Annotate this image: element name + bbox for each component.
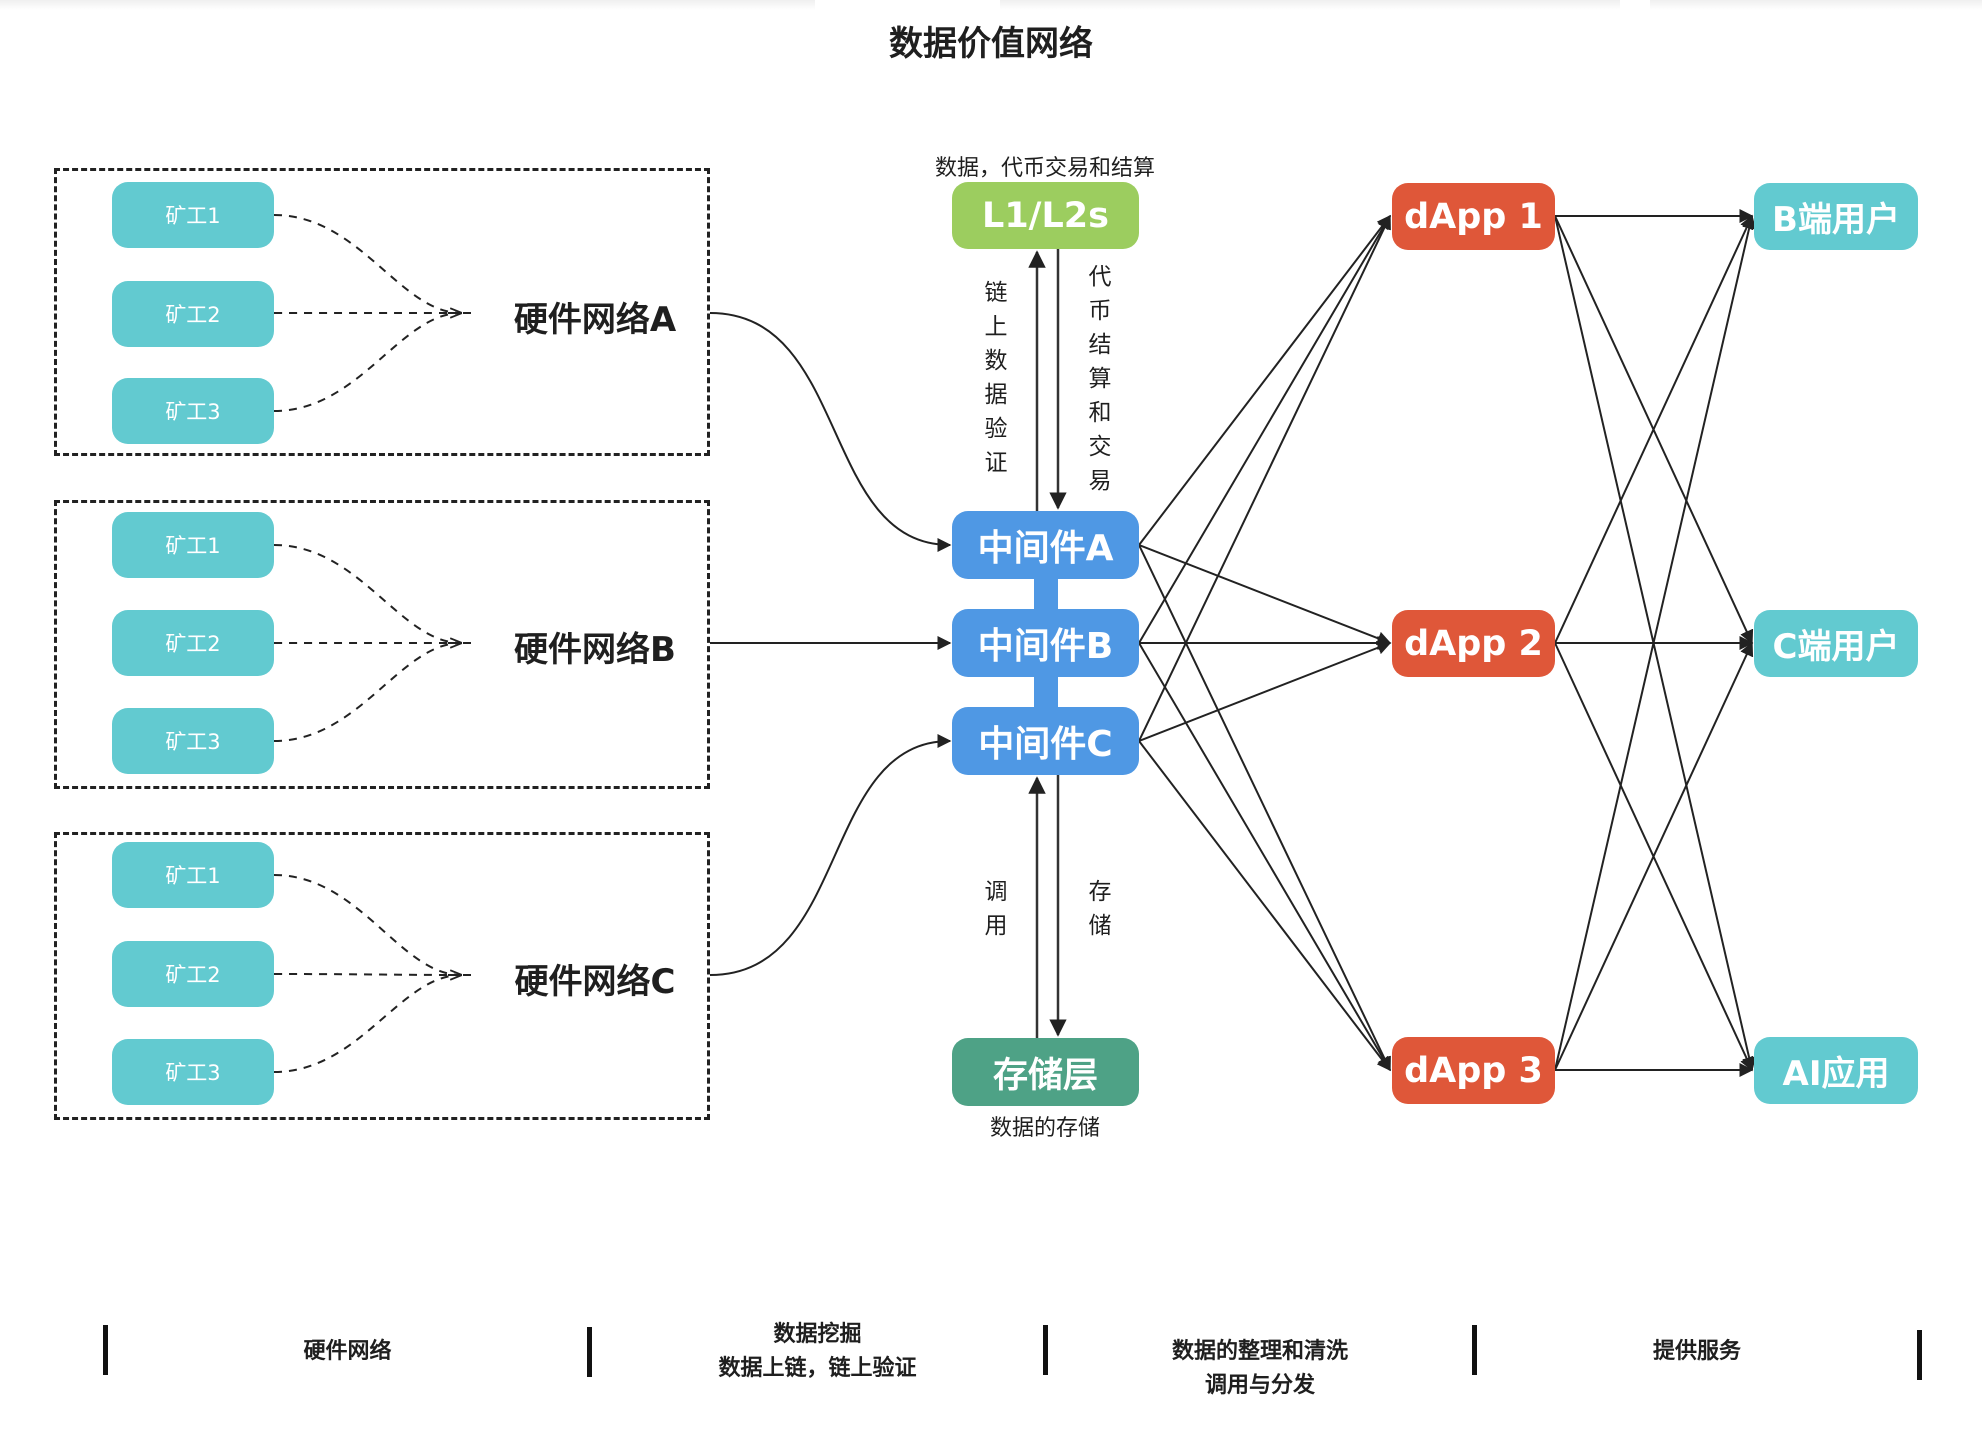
miner-link [273, 312, 462, 412]
hub-a-to-middleware-a [709, 312, 952, 552]
chain-node[interactable]: L1/L2s [952, 182, 1139, 249]
miner-c1[interactable]: 矿工1 [112, 842, 274, 908]
hardware-network-a-label: 硬件网络A [513, 300, 677, 340]
middleware-1-to-dapp-2 [1138, 642, 1391, 1072]
dapp-2-to-consumer-1 [1554, 641, 1754, 1071]
dapp-2-to-consumer-0 [1554, 214, 1756, 1071]
chain-caption: 数据，代币交易和结算 [934, 156, 1155, 181]
vertical-label-char: 链 [984, 280, 1008, 306]
consumer-b-end-users[interactable]: B端用户 [1754, 183, 1918, 250]
footer-divider-1 [103, 1325, 108, 1375]
middleware-a[interactable]: 中间件A [952, 511, 1139, 579]
middleware-2-to-dapp-2 [1138, 740, 1391, 1072]
vertical-label-char: 存 [1088, 879, 1112, 905]
storage-caption: 数据的存储 [989, 1116, 1100, 1141]
vertical-label-char: 币 [1088, 298, 1112, 324]
miner-b1[interactable]: 矿工1 [112, 512, 274, 578]
footer-divider-5 [1917, 1330, 1922, 1380]
chain-down-label: 代币结算和交易 [1085, 260, 1115, 498]
miner-c2[interactable]: 矿工2 [112, 941, 274, 1007]
miner-a1[interactable]: 矿工1 [112, 182, 274, 248]
miner-link [273, 974, 461, 975]
hardware-network-c-label: 硬件网络C [514, 962, 676, 1002]
footer-line: 数据的整理和清洗 [1171, 1339, 1348, 1364]
vertical-label-char: 用 [984, 913, 1008, 939]
footer-line: 数据上链，链上验证 [718, 1356, 917, 1381]
chain-up-label: 链上数据验证 [981, 276, 1011, 480]
hub-c-to-middleware-c [709, 734, 952, 976]
hardware-network-b-label: 硬件网络B [514, 630, 676, 670]
footer-line: 硬件网络 [303, 1339, 392, 1364]
footer-section-hardware: 硬件网络 [108, 1335, 587, 1369]
footer-line: 调用与分发 [1204, 1373, 1315, 1398]
footer-divider-3 [1043, 1325, 1048, 1375]
middleware-c[interactable]: 中间件C [952, 707, 1139, 775]
vertical-label-char: 证 [984, 450, 1008, 476]
footer-line: 数据挖掘 [773, 1322, 862, 1347]
miner-a2[interactable]: 矿工2 [112, 281, 274, 347]
vertical-label-char: 数 [984, 348, 1008, 374]
vertical-label-char: 易 [1088, 468, 1112, 494]
vertical-label-char: 上 [984, 314, 1008, 340]
diagram-title: 数据价值网络 [889, 24, 1093, 64]
dapp-3[interactable]: dApp 3 [1392, 1037, 1555, 1104]
vertical-label-char: 验 [984, 416, 1008, 442]
middleware-2-to-dapp-1 [1138, 641, 1392, 742]
hardware-network-c-group [54, 832, 710, 1120]
vertical-label-char: 和 [1088, 400, 1112, 426]
miner-link [273, 874, 462, 976]
miner-c3[interactable]: 矿工3 [112, 1039, 274, 1105]
vertical-label-char: 结 [1088, 332, 1112, 358]
vertical-label-char: 代 [1088, 264, 1112, 290]
storage-down-label: 存储 [1085, 875, 1115, 943]
dapp-2[interactable]: dApp 2 [1392, 610, 1555, 677]
vertical-label-char: 交 [1088, 434, 1112, 460]
hardware-network-b-group [54, 500, 710, 789]
miner-link [273, 642, 462, 742]
footer-section-processing: 数据的整理和清洗 调用与分发 [1048, 1335, 1472, 1403]
storage-node[interactable]: 存储层 [952, 1038, 1139, 1106]
dapp-1[interactable]: dApp 1 [1392, 183, 1555, 250]
top-strip-mid [1000, 0, 1620, 10]
vertical-label-char: 算 [1088, 366, 1112, 392]
miner-link [273, 214, 462, 314]
footer-section-services: 提供服务 [1477, 1335, 1917, 1369]
footer-section-mining: 数据挖掘 数据上链，链上验证 [592, 1318, 1043, 1386]
middleware-b[interactable]: 中间件B [952, 609, 1139, 677]
middleware-0-to-dapp-2 [1138, 544, 1391, 1072]
top-strip-right [1650, 0, 1982, 10]
miner-b3[interactable]: 矿工3 [112, 708, 274, 774]
vertical-label-char: 调 [984, 879, 1008, 905]
miner-b2[interactable]: 矿工2 [112, 610, 274, 676]
footer-divider-2 [587, 1327, 592, 1377]
storage-up-label: 调用 [981, 875, 1011, 943]
miner-a3[interactable]: 矿工3 [112, 378, 274, 444]
middleware-1-to-dapp-0 [1138, 214, 1391, 644]
miner-link [273, 974, 462, 1073]
footer-divider-4 [1472, 1325, 1477, 1375]
consumer-c-end-users[interactable]: C端用户 [1754, 610, 1918, 677]
dapp-1-to-consumer-0 [1554, 214, 1754, 644]
vertical-label-char: 储 [1088, 913, 1112, 939]
middleware-2-to-dapp-0 [1138, 214, 1391, 742]
middleware-0-to-dapp-0 [1138, 214, 1391, 546]
hardware-network-a-group [54, 168, 710, 456]
top-strip-left [0, 0, 815, 10]
miner-link [273, 544, 462, 644]
middleware-0-to-dapp-1 [1138, 544, 1392, 645]
vertical-label-char: 据 [984, 382, 1008, 408]
consumer-ai-apps[interactable]: AI应用 [1754, 1037, 1918, 1104]
footer-line: 提供服务 [1652, 1339, 1741, 1364]
